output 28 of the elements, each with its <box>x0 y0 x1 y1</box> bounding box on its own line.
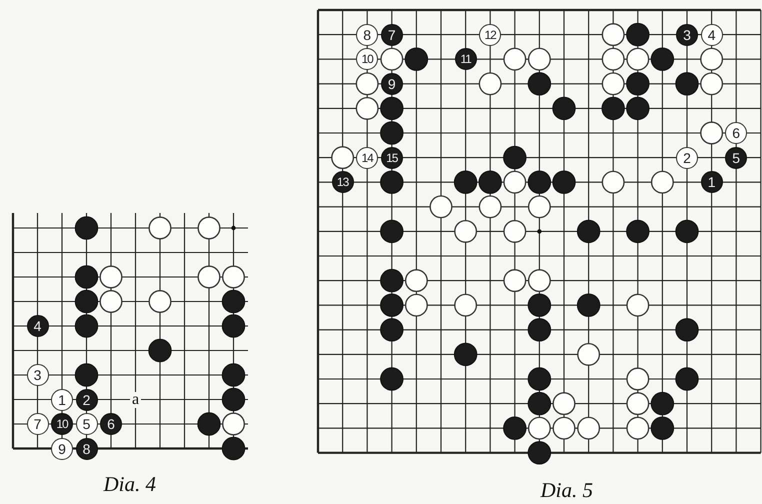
numbered-stone: 15 <box>380 146 403 169</box>
numbered-stone: 6 <box>100 413 122 435</box>
point-label: a <box>130 392 142 408</box>
numbered-stone: 7 <box>26 413 48 435</box>
numbered-stone: 3 <box>676 24 698 46</box>
numbered-stone: 9 <box>380 72 403 95</box>
numbered-stone: 4 <box>26 315 48 337</box>
diagram-caption: Dia. 4 <box>104 472 156 496</box>
numbered-stone: 7 <box>380 24 403 46</box>
numbered-stone: 13 <box>332 171 354 194</box>
numbered-stone: 8 <box>76 438 98 460</box>
numbered-stone: 12 <box>479 24 502 46</box>
numbered-stone: 10 <box>51 413 73 435</box>
numbered-stone: 11 <box>454 48 477 70</box>
numbered-stone: 6 <box>725 122 748 144</box>
numbered-stone: 2 <box>76 388 98 410</box>
numbered-stone: 5 <box>76 413 98 435</box>
numbered-stone: 9 <box>51 438 73 460</box>
numbered-stone: 1 <box>51 388 73 410</box>
numbered-stone: 5 <box>725 146 748 169</box>
numbered-stone: 3 <box>26 364 48 386</box>
numbered-stone: 4 <box>700 24 723 46</box>
numbered-stone: 14 <box>356 146 378 169</box>
numbered-stone: 2 <box>676 146 698 169</box>
numbered-stone: 10 <box>356 48 378 70</box>
diagram-caption: Dia. 5 <box>540 478 593 502</box>
numbered-stone: 1 <box>700 171 723 194</box>
numbered-stone: 8 <box>356 24 378 46</box>
